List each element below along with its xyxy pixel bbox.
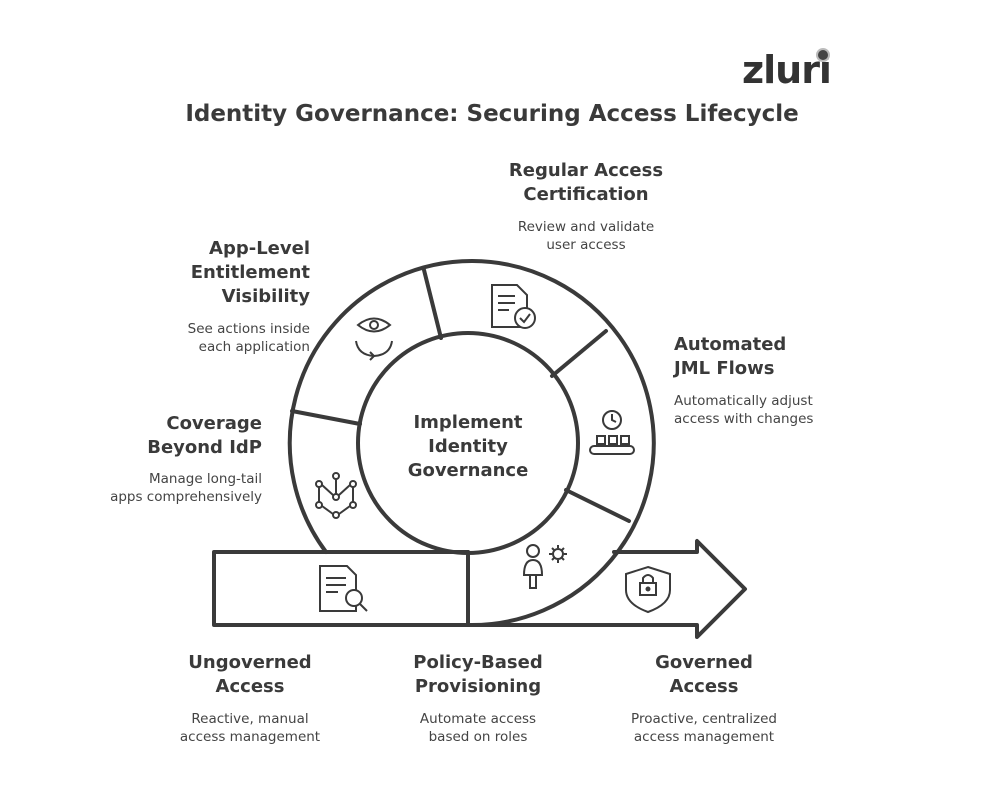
governed-title-line1: Governed [655, 652, 753, 673]
app-level-title-line1: App-Level [209, 238, 310, 259]
outer-ring [287, 259, 656, 628]
center-line-3: Governance [407, 460, 529, 481]
ring-divider-1 [422, 268, 443, 340]
automated-jml-title-line2: JML Flows [674, 358, 775, 379]
network-icon [315, 472, 357, 519]
ungoverned-title-line2: Access [215, 676, 285, 697]
ungoverned-desc-line1: Reactive, manual [191, 711, 309, 727]
app-level-desc: See actions inside each application [110, 320, 310, 356]
policy-based-desc: Automate access based on roles [378, 710, 578, 746]
automated-jml-desc-line2: access with changes [674, 411, 814, 427]
app-level-desc-line1: See actions inside [187, 321, 310, 337]
center-line-2: Identity [428, 436, 508, 457]
ungoverned-desc: Reactive, manual access management [150, 710, 350, 746]
coverage-desc-line1: Manage long-tail [149, 471, 262, 487]
app-level-title-line2: Entitlement [190, 262, 310, 283]
shield-lock-icon [625, 565, 671, 614]
governed-title-line2: Access [669, 676, 739, 697]
app-level-title-line3: Visibility [221, 286, 310, 307]
automated-jml-title: Automated JML Flows [674, 333, 874, 381]
policy-based-title: Policy-Based Provisioning [378, 651, 578, 699]
regular-access-title-line1: Regular Access [508, 160, 664, 181]
center-label: Implement Identity Governance [378, 411, 558, 483]
automated-jml-title-line1: Automated [674, 334, 787, 355]
user-gear-icon [522, 544, 567, 589]
ring-divider-2 [550, 329, 608, 378]
document-check-icon [491, 284, 536, 329]
eye-refresh-icon [355, 317, 393, 361]
page-title: Identity Governance: Securing Access Lif… [185, 101, 799, 127]
governed-desc: Proactive, centralized access management [604, 710, 804, 746]
ungoverned-desc-line2: access management [179, 729, 321, 745]
center-line-1: Implement [413, 412, 523, 433]
regular-access-desc: Review and validate user access [486, 218, 686, 254]
app-level-title: App-Level Entitlement Visibility [110, 237, 310, 309]
coverage-title-line2: Beyond IdP [147, 437, 262, 458]
logo-dot-icon [816, 48, 830, 62]
ungoverned-title: Ungoverned Access [150, 651, 350, 699]
clock-conveyor-icon [589, 410, 635, 455]
policy-based-desc-line2: based on roles [428, 729, 528, 745]
governed-desc-line2: access management [633, 729, 775, 745]
policy-based-desc-line1: Automate access [419, 711, 537, 727]
coverage-title: Coverage Beyond IdP [62, 412, 262, 460]
automated-jml-desc: Automatically adjust access with changes [674, 392, 874, 428]
app-level-desc-line2: each application [198, 339, 310, 355]
automated-jml-desc-line1: Automatically adjust [674, 393, 813, 409]
ring-divider-3 [564, 488, 631, 523]
ungoverned-title-line1: Ungoverned [188, 652, 312, 673]
coverage-title-line1: Coverage [166, 413, 262, 434]
coverage-desc: Manage long-tail apps comprehensively [62, 470, 262, 506]
regular-access-title: Regular Access Certification [486, 159, 686, 207]
policy-based-title-line2: Provisioning [414, 676, 542, 697]
document-search-icon [319, 565, 368, 612]
arrow-band [212, 539, 747, 639]
regular-access-title-line2: Certification [523, 184, 649, 205]
governed-desc-line1: Proactive, centralized [631, 711, 777, 727]
coverage-desc-line2: apps comprehensively [110, 489, 262, 505]
ring-divider-4 [290, 409, 362, 426]
regular-access-desc-line2: user access [546, 237, 626, 253]
regular-access-desc-line1: Review and validate [517, 219, 655, 235]
policy-based-title-line1: Policy-Based [413, 652, 543, 673]
governed-title: Governed Access [604, 651, 804, 699]
